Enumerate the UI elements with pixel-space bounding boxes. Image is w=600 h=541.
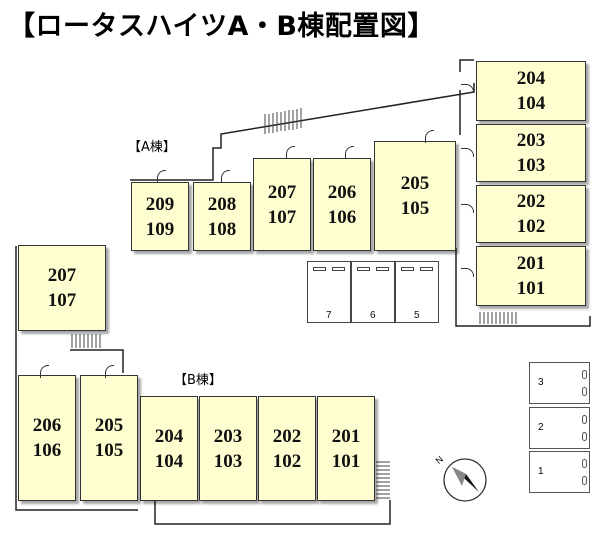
- unit-b-204-104: 204 104: [140, 396, 198, 501]
- unit-upper-number: 202: [272, 425, 302, 447]
- parking-number: 5: [414, 310, 420, 321]
- unit-b-206-106: 206 106: [18, 375, 76, 501]
- door-icon: [40, 365, 49, 378]
- building-a-label: 【A棟】: [128, 140, 176, 155]
- unit-lower-number: 105: [400, 198, 430, 219]
- door-icon: [461, 204, 474, 213]
- stairs-b-right: [376, 461, 390, 499]
- stairs-a-upper: [264, 108, 302, 134]
- door-icon: [461, 84, 474, 93]
- parking-number: 6: [370, 310, 376, 321]
- unit-b-203-103: 203 103: [199, 396, 257, 501]
- unit-upper-number: 203: [516, 130, 546, 151]
- unit-upper-number: 204: [516, 68, 546, 89]
- unit-a-202-102: 202 102: [476, 185, 586, 243]
- door-icon: [461, 268, 474, 277]
- unit-lower-number: 108: [207, 218, 237, 240]
- unit-a-207-107: 207 107: [253, 158, 311, 251]
- unit-a-209-109: 209 109: [131, 182, 189, 251]
- bike-space-2: 2: [529, 407, 590, 449]
- unit-lower-number: 106: [327, 206, 357, 228]
- bike-space-number: 2: [538, 422, 544, 433]
- building-b-label: 【B棟】: [174, 373, 222, 388]
- unit-lower-number: 103: [516, 155, 546, 176]
- bike-space-3: 3: [529, 362, 590, 404]
- unit-upper-number: 207: [47, 265, 77, 286]
- unit-upper-number: 201: [331, 425, 361, 447]
- north-arrow-icon: [443, 458, 487, 502]
- door-icon: [286, 146, 295, 159]
- unit-upper-number: 205: [400, 173, 430, 194]
- unit-a-205-105: 205 105: [374, 141, 456, 251]
- unit-lower-number: 107: [47, 290, 77, 311]
- unit-upper-number: 205: [94, 415, 124, 436]
- door-icon: [105, 365, 114, 378]
- door-icon: [345, 146, 354, 159]
- stairs-a-lower: [479, 312, 517, 324]
- unit-lower-number: 102: [272, 450, 302, 472]
- unit-b-205-105: 205 105: [80, 375, 138, 501]
- door-icon: [425, 130, 434, 143]
- unit-a-203-103: 203 103: [476, 124, 586, 182]
- unit-a-206-106: 206 106: [313, 158, 371, 251]
- parking-number: 7: [326, 310, 332, 321]
- unit-a-208-108: 208 108: [193, 182, 251, 251]
- unit-lower-number: 103: [213, 450, 243, 472]
- unit-lower-number: 104: [154, 450, 184, 472]
- unit-b-202-102: 202 102: [258, 396, 316, 501]
- unit-upper-number: 207: [267, 181, 297, 203]
- unit-lower-number: 102: [516, 216, 546, 237]
- unit-upper-number: 209: [145, 193, 175, 215]
- bike-space-1: 1: [529, 451, 590, 493]
- unit-lower-number: 105: [94, 440, 124, 461]
- unit-lower-number: 104: [516, 93, 546, 114]
- parking-bay-6: 6: [351, 261, 395, 323]
- unit-lower-number: 101: [516, 278, 546, 299]
- unit-a-201-101: 201 101: [476, 246, 586, 306]
- unit-upper-number: 206: [327, 181, 357, 203]
- unit-upper-number: 203: [213, 425, 243, 447]
- door-icon: [221, 170, 230, 183]
- bike-space-number: 1: [538, 466, 544, 477]
- unit-upper-number: 204: [154, 425, 184, 447]
- unit-upper-number: 208: [207, 193, 237, 215]
- unit-upper-number: 206: [32, 415, 62, 436]
- unit-upper-number: 202: [516, 191, 546, 212]
- parking-bay-5: 5: [395, 261, 439, 323]
- unit-upper-number: 201: [516, 253, 546, 274]
- parking-bay-7: 7: [307, 261, 351, 323]
- unit-lower-number: 106: [32, 440, 62, 461]
- unit-lower-number: 107: [267, 206, 297, 228]
- unit-b-201-101: 201 101: [317, 396, 375, 501]
- door-icon: [461, 148, 474, 157]
- unit-b-207-107: 207 107: [18, 245, 106, 331]
- bike-space-number: 3: [538, 377, 544, 388]
- page-title: 【ロータスハイツA・B棟配置図】: [8, 11, 435, 42]
- unit-lower-number: 101: [331, 450, 361, 472]
- unit-lower-number: 109: [145, 218, 175, 240]
- unit-a-204-104: 204 104: [476, 61, 586, 121]
- stairs-b-left: [71, 334, 101, 348]
- door-icon: [157, 170, 166, 183]
